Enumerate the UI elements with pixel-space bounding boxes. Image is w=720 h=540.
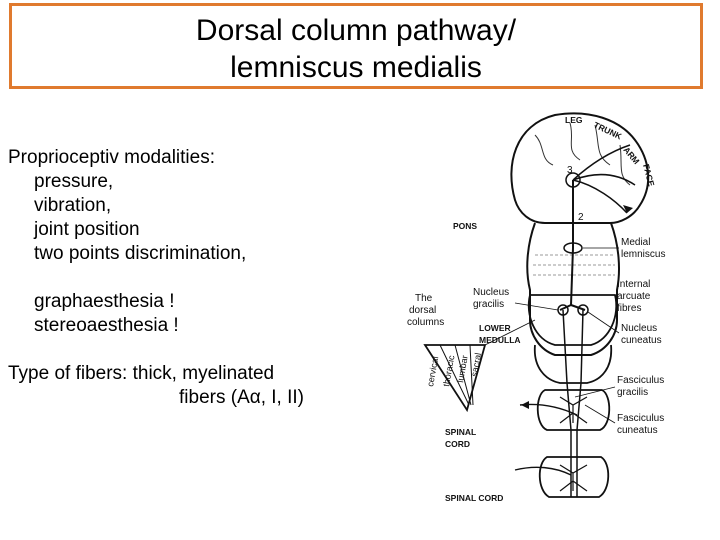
number-2: 2 [578, 212, 584, 223]
label-segment-cervical: cervical [425, 356, 440, 388]
label-fasciculus-cuneatus-1: Fasciculus [617, 413, 664, 424]
modality-item: joint position [34, 219, 140, 240]
label-medial-lemniscus-1: Medial [621, 237, 650, 248]
label-segment-sacral: sacral [469, 352, 483, 377]
modality-item: stereoaesthesia ! [34, 315, 179, 336]
label-nucleus-cuneatus-1: Nucleus [621, 323, 657, 334]
modality-item: two points discrimination, [34, 243, 247, 264]
title-line-1: Dorsal column pathway/ [195, 14, 517, 47]
label-nucleus-cuneatus-2: cuneatus [621, 335, 662, 346]
label-spinal-cord-upper-1: SPINAL [445, 427, 476, 437]
cortex-label-leg: LEG [565, 115, 583, 125]
modality-item: pressure, [34, 171, 114, 192]
spinal-cord-upper [536, 389, 611, 431]
fan-divisions [439, 344, 474, 406]
label-segment-lumbar: lumbar [455, 355, 470, 384]
fibers-line-2: fibers (Aα, I, II) [179, 387, 305, 408]
label-nucleus-gracilis-1: Nucleus [473, 287, 509, 298]
label-internal-arcuate-3: fibres [617, 303, 641, 314]
pons-fibers [533, 254, 615, 276]
title-line-2: lemniscus medialis [230, 51, 482, 84]
label-lower-medulla-2: MEDULLA [479, 335, 521, 345]
cortex-label-arm: ARM [621, 145, 641, 166]
modalities-heading: Proprioceptiv modalities: [8, 147, 215, 168]
pathway-diagram-svg: LEG TRUNK ARM FACE 3 2 PONS Medial lemni… [407, 112, 665, 503]
cortex-label-face: FACE [641, 163, 657, 188]
spinal-cord-lower [538, 456, 610, 498]
dorsal-column-fibers [562, 309, 584, 497]
label-nucleus-gracilis-2: gracilis [473, 299, 504, 310]
label-fasciculus-gracilis-1: Fasciculus [617, 375, 664, 386]
label-pons: PONS [453, 221, 477, 231]
brainstem-outline [526, 222, 620, 356]
label-dorsal-columns-3: columns [407, 317, 444, 328]
label-spinal-cord-lower: SPINAL CORD [445, 493, 503, 503]
label-fasciculus-cuneatus-2: cuneatus [617, 425, 658, 436]
lower-medulla-outline [533, 344, 613, 384]
fibers-line-1: Type of fibers: thick, myelinated [8, 363, 275, 384]
modality-item: vibration, [34, 195, 112, 216]
projection-fibers [572, 144, 636, 214]
number-3: 3 [567, 165, 573, 176]
label-medial-lemniscus-2: lemniscus [621, 249, 665, 260]
label-spinal-cord-upper-2: CORD [445, 439, 470, 449]
modality-item: graphaesthesia ! [34, 291, 175, 312]
body-text: Proprioceptiv modalities: pressure, vibr… [8, 146, 304, 410]
label-fasciculus-gracilis-2: gracilis [617, 387, 648, 398]
arrowhead [623, 205, 633, 213]
label-internal-arcuate-1: Internal [617, 279, 650, 290]
cortex-gyri [534, 122, 631, 186]
medulla-outline [527, 294, 618, 346]
label-lower-medulla-1: LOWER [479, 323, 511, 333]
afferent-fibers [514, 403, 578, 476]
title-box: Dorsal column pathway/ lemniscus mediali… [9, 3, 703, 89]
pathway-diagram: LEG TRUNK ARM FACE 3 2 PONS Medial lemni… [395, 105, 715, 535]
arrowhead [521, 401, 529, 409]
label-internal-arcuate-2: arcuate [617, 291, 651, 302]
fan-leader [484, 319, 536, 346]
label-dorsal-columns-1: The [415, 293, 433, 304]
cortex-outline [510, 112, 650, 224]
label-dorsal-columns-2: dorsal [409, 305, 436, 316]
spinal-grey-matter-lower [559, 464, 588, 492]
